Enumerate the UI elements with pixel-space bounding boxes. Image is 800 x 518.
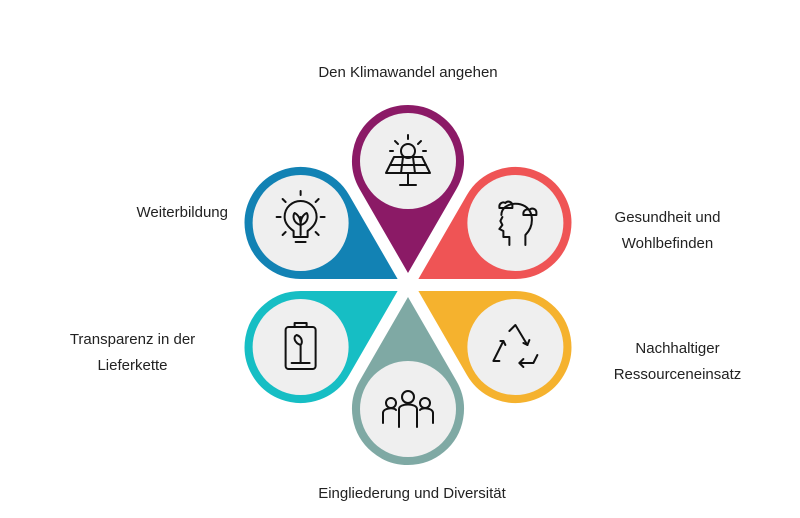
- label-resources-line1: Nachhaltiger: [635, 340, 720, 357]
- label-health: Gesundheit und Wohlbefinden: [580, 205, 755, 257]
- head-mind-icon: [498, 200, 538, 246]
- petal-inner-circle: [467, 175, 564, 271]
- petal-4: [240, 286, 405, 408]
- label-resources-line2: Ressourceneinsatz: [613, 366, 742, 383]
- petal-2: [411, 286, 576, 408]
- recycle-icon: [492, 324, 539, 368]
- people-group-icon: [382, 390, 434, 428]
- petal-inner-circle: [360, 113, 456, 209]
- label-resources: Nachhaltiger Ressourceneinsatz: [590, 336, 765, 388]
- petal-1: [411, 162, 576, 284]
- label-supply-chain: Transparenz in der Lieferkette: [45, 327, 220, 379]
- clipboard-plant-icon: [284, 322, 317, 370]
- label-training: Weiterbildung: [136, 204, 228, 221]
- solar-panel-icon: [385, 134, 431, 186]
- petal-3: [348, 288, 468, 469]
- petal-0: [348, 101, 468, 282]
- label-supply-chain-line1: Transparenz in der: [69, 331, 196, 348]
- label-supply-chain-line2: Lieferkette: [97, 357, 168, 374]
- petal-inner-circle: [467, 299, 564, 395]
- petal-5: [240, 162, 405, 284]
- label-climate: Den Klimawandel angehen: [318, 64, 498, 81]
- label-health-line1: Gesundheit und: [614, 209, 721, 226]
- label-inclusion: Eingliederung und Diversität: [318, 485, 506, 502]
- petal-inner-circle: [360, 361, 456, 457]
- lightbulb-plant-icon: [275, 190, 326, 243]
- label-health-line2: Wohlbefinden: [621, 235, 714, 252]
